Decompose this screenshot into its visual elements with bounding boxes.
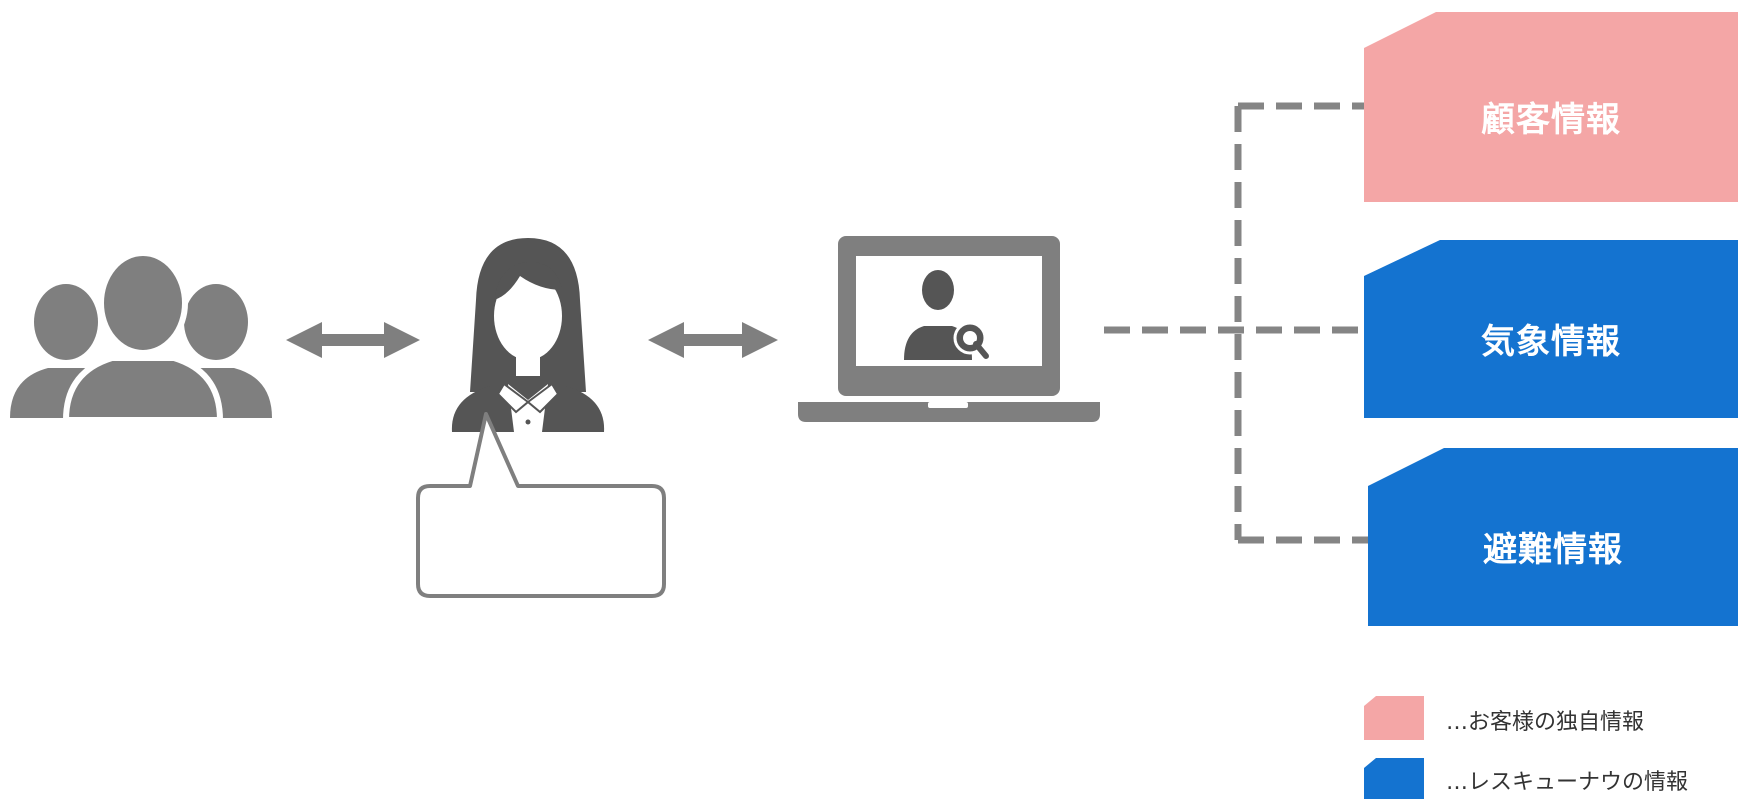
evacuation-info-box — [1368, 448, 1738, 626]
speech-bubble-icon — [416, 412, 666, 598]
legend-swatch-rescuenow — [1364, 758, 1424, 799]
evacuation-info-label: 避難情報 — [1483, 530, 1623, 570]
weather-info-box — [1364, 240, 1738, 418]
customer-info-box — [1364, 12, 1738, 202]
people-group-icon — [10, 250, 272, 423]
legend-customer-label: …お客様の独自情報 — [1446, 710, 1645, 735]
legend-swatch-customer — [1364, 696, 1424, 740]
dashed-connector — [1104, 102, 1370, 544]
double-arrow-icon — [286, 322, 420, 358]
double-arrow-icon — [648, 322, 778, 358]
weather-info-label: 気象情報 — [1481, 322, 1621, 362]
female-operator-icon — [451, 238, 605, 432]
legend-rescuenow-label: …レスキューナウの情報 — [1446, 770, 1689, 795]
laptop-user-search-icon — [798, 236, 1100, 422]
user-search-icon — [904, 270, 989, 360]
customer-info-label: 顧客情報 — [1481, 100, 1621, 140]
